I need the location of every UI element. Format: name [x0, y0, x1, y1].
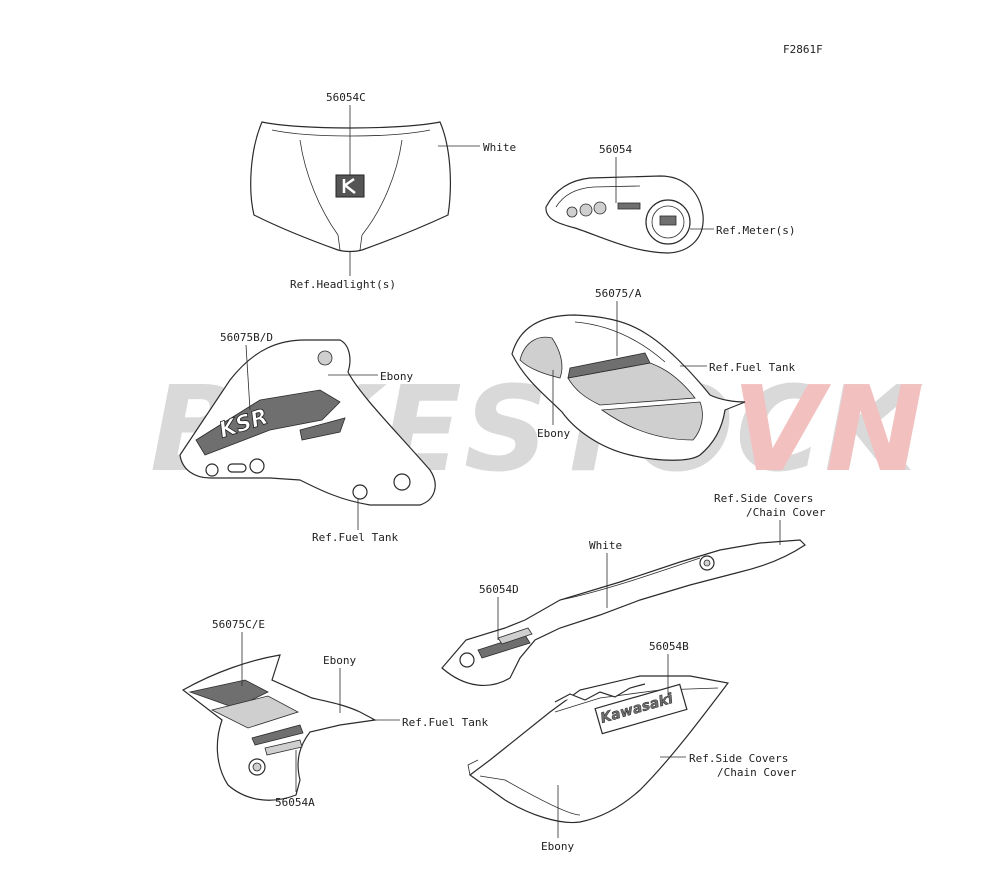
- figure-code: F2861F: [783, 43, 823, 56]
- label-56054: 56054: [599, 143, 632, 156]
- label-ebony-tank-right: Ebony: [537, 427, 570, 440]
- label-ref-meters: Ref.Meter(s): [716, 224, 795, 237]
- fuel-tank-decal-right-part[interactable]: [511, 314, 746, 461]
- label-ebony-tank-left: Ebony: [380, 370, 413, 383]
- label-ebony-shroud: Ebony: [323, 654, 356, 667]
- label-ref-side-covers-bottom-1: Ref.Side Covers: [689, 752, 788, 765]
- label-ebony-side-cover: Ebony: [541, 840, 574, 853]
- shroud-decal-part[interactable]: [181, 654, 377, 801]
- fuel-tank-decal-left-part[interactable]: KSR: [179, 339, 436, 506]
- label-56054D: 56054D: [479, 583, 519, 596]
- label-56054B: 56054B: [649, 640, 689, 653]
- label-ref-side-covers-bottom-2: /Chain Cover: [717, 766, 797, 779]
- watermark-text-part2: VN: [732, 360, 926, 498]
- side-cover-lower-part[interactable]: Kawasaki: [467, 675, 730, 824]
- label-56075A: 56075/A: [595, 287, 642, 300]
- label-ref-side-covers-top-1: Ref.Side Covers: [714, 492, 813, 505]
- kawasaki-k-logo-icon: [335, 174, 365, 198]
- label-white-headlight: White: [483, 141, 516, 154]
- label-56054C: 56054C: [326, 91, 366, 104]
- label-ref-fuel-tank-lower: Ref.Fuel Tank: [402, 716, 488, 729]
- label-56075CE: 56075C/E: [212, 618, 265, 631]
- label-56075BD: 56075B/D: [220, 331, 273, 344]
- meter-panel-part[interactable]: [545, 175, 704, 254]
- side-cover-upper-part[interactable]: [441, 539, 806, 686]
- label-ref-headlights: Ref.Headlight(s): [290, 278, 396, 291]
- label-ref-side-covers-top-2: /Chain Cover: [746, 506, 826, 519]
- label-white-side-cover: White: [589, 539, 622, 552]
- headlight-cowl-part[interactable]: [250, 121, 451, 253]
- label-ref-fuel-tank-upper-right: Ref.Fuel Tank: [709, 361, 795, 374]
- label-ref-fuel-tank-left: Ref.Fuel Tank: [312, 531, 398, 544]
- label-56054A: 56054A: [275, 796, 315, 809]
